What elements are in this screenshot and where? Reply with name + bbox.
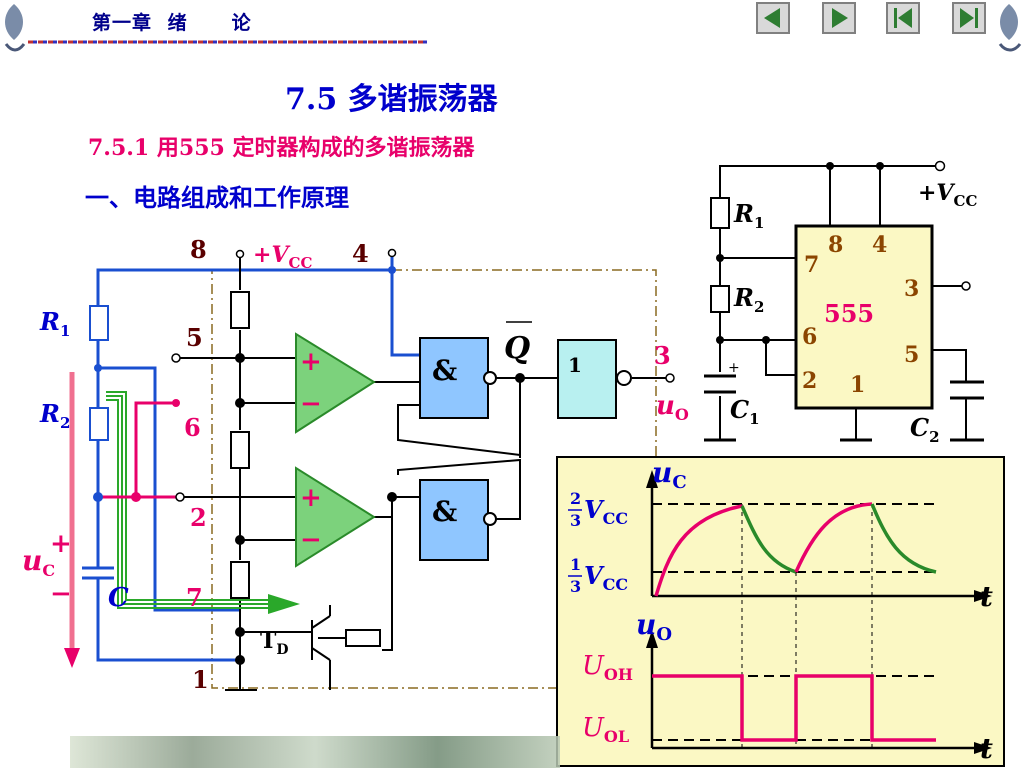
one-third-den: 3	[570, 577, 581, 596]
chip-vcc-label: +VCC	[918, 180, 977, 210]
chip-pin-6: 6	[802, 324, 817, 350]
section-heading: 7.5.1 用555 定时器构成的多谐振荡器	[88, 135, 475, 161]
page-title: 7.5 多谐振荡器	[285, 82, 498, 117]
chip-r2-label: R2	[733, 283, 764, 316]
footer-decoration	[70, 736, 560, 768]
chip-r1-label: R1	[733, 199, 764, 232]
chapter-char-b: 论	[231, 12, 252, 34]
chip-pin-2: 2	[802, 368, 817, 394]
header-decoration-left	[0, 0, 28, 56]
chip-pin-7: 7	[804, 252, 819, 278]
chapter-prefix: 第一章	[92, 12, 153, 34]
header-divider	[28, 40, 428, 44]
prev-icon	[764, 8, 780, 28]
c1-polarity: +	[728, 360, 740, 376]
first-button[interactable]	[886, 2, 920, 34]
uol-label: UOL	[582, 713, 629, 746]
uoh-label: UOH	[582, 651, 633, 684]
chip-label: 555	[824, 299, 874, 328]
chip-pin-3: 3	[904, 276, 919, 302]
chip-pin-4: 4	[872, 232, 887, 258]
header-decoration-right	[994, 0, 1024, 56]
wave-uc-axis-label: uC	[652, 456, 687, 493]
one-third-vcc: VCC	[584, 561, 628, 594]
subsection-heading: 一、电路组成和工作原理	[85, 183, 349, 212]
chip-c1-label: C1	[730, 395, 760, 428]
first-icon	[894, 8, 912, 28]
chip-c2-label: C2	[910, 413, 940, 446]
wave-uo-axis-label: uO	[636, 608, 672, 645]
t-axis-label-2: t	[980, 732, 993, 765]
prev-button[interactable]	[756, 2, 790, 34]
chip-pin-1: 1	[850, 372, 865, 398]
last-button[interactable]	[952, 2, 986, 34]
next-button[interactable]	[822, 2, 856, 34]
chapter-char-a: 绪	[167, 12, 188, 34]
chip-pin-5: 5	[904, 342, 919, 368]
chip-pin-8: 8	[828, 232, 843, 258]
next-icon	[832, 8, 848, 28]
two-thirds-num: 2	[570, 489, 581, 508]
waveform-panel: uC uO 2 3 VCC 1 3 VCC UOH UOL t t	[556, 456, 1005, 767]
two-thirds-den: 3	[570, 511, 581, 530]
two-thirds-vcc: VCC	[584, 495, 628, 528]
chapter-heading: 第一章 绪 论	[92, 8, 252, 35]
one-third-num: 1	[570, 555, 581, 574]
t-axis-label-1: t	[980, 580, 993, 613]
last-icon	[960, 8, 978, 28]
